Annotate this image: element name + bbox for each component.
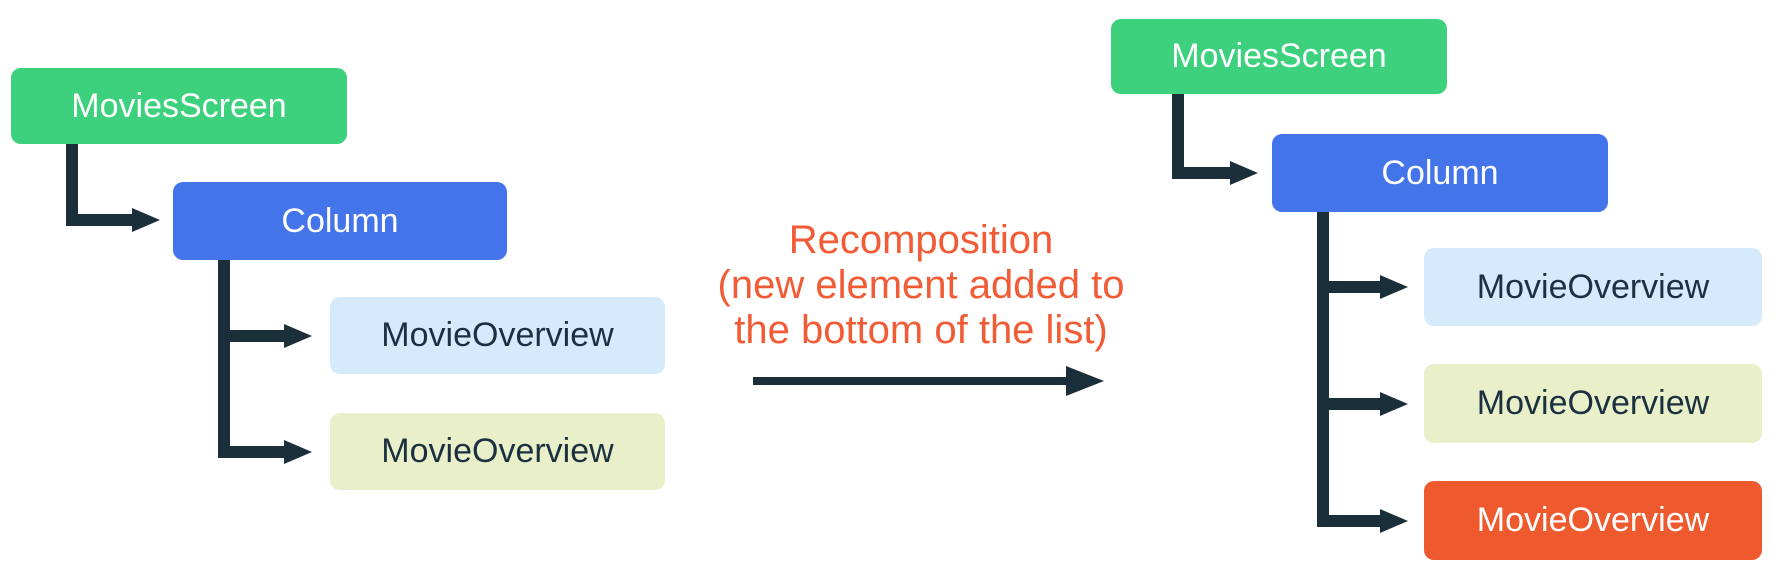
arrowhead-icon [132, 208, 160, 232]
arrowhead-icon [1066, 366, 1104, 396]
before-child-node-movieoverview-2: MovieOverview [330, 413, 665, 490]
after-root-node-moviesscreen: MoviesScreen [1111, 19, 1447, 94]
before-root-to-column-connector-vertical [66, 144, 78, 226]
after-root-to-column-connector-horizontal [1172, 167, 1232, 179]
after-child3-branch [1317, 515, 1382, 527]
after-column-node: Column [1272, 134, 1608, 212]
arrowhead-icon [1380, 509, 1408, 533]
before-children-connector-vertical [218, 260, 230, 458]
transition-caption-line1: Recomposition [788, 218, 1054, 262]
before-child-node-movieoverview-1: MovieOverview [330, 297, 665, 374]
before-root-to-column-connector-horizontal [66, 214, 134, 226]
after-child2-branch [1317, 398, 1382, 410]
before-root-node-moviesscreen: MoviesScreen [11, 68, 347, 144]
before-child1-branch [218, 330, 286, 342]
after-child-node-movieoverview-3-new: MovieOverview [1424, 481, 1762, 560]
arrowhead-icon [1380, 275, 1408, 299]
after-child1-branch [1317, 281, 1382, 293]
after-child-node-movieoverview-1: MovieOverview [1424, 248, 1762, 326]
after-child-node-movieoverview-2: MovieOverview [1424, 364, 1762, 443]
before-child2-branch [218, 446, 286, 458]
arrowhead-icon [1230, 161, 1258, 185]
transition-caption-line3: the bottom of the list) [734, 308, 1108, 352]
arrowhead-icon [284, 324, 312, 348]
arrowhead-icon [1380, 392, 1408, 416]
transition-caption: Recomposition (new element added to the … [671, 218, 1171, 353]
after-root-to-column-connector-vertical [1172, 94, 1184, 179]
after-children-connector-vertical [1317, 212, 1329, 527]
before-column-node: Column [173, 182, 507, 260]
transition-caption-line2: (new element added to [717, 263, 1125, 307]
arrowhead-icon [284, 440, 312, 464]
transition-arrow-shaft [753, 377, 1067, 385]
